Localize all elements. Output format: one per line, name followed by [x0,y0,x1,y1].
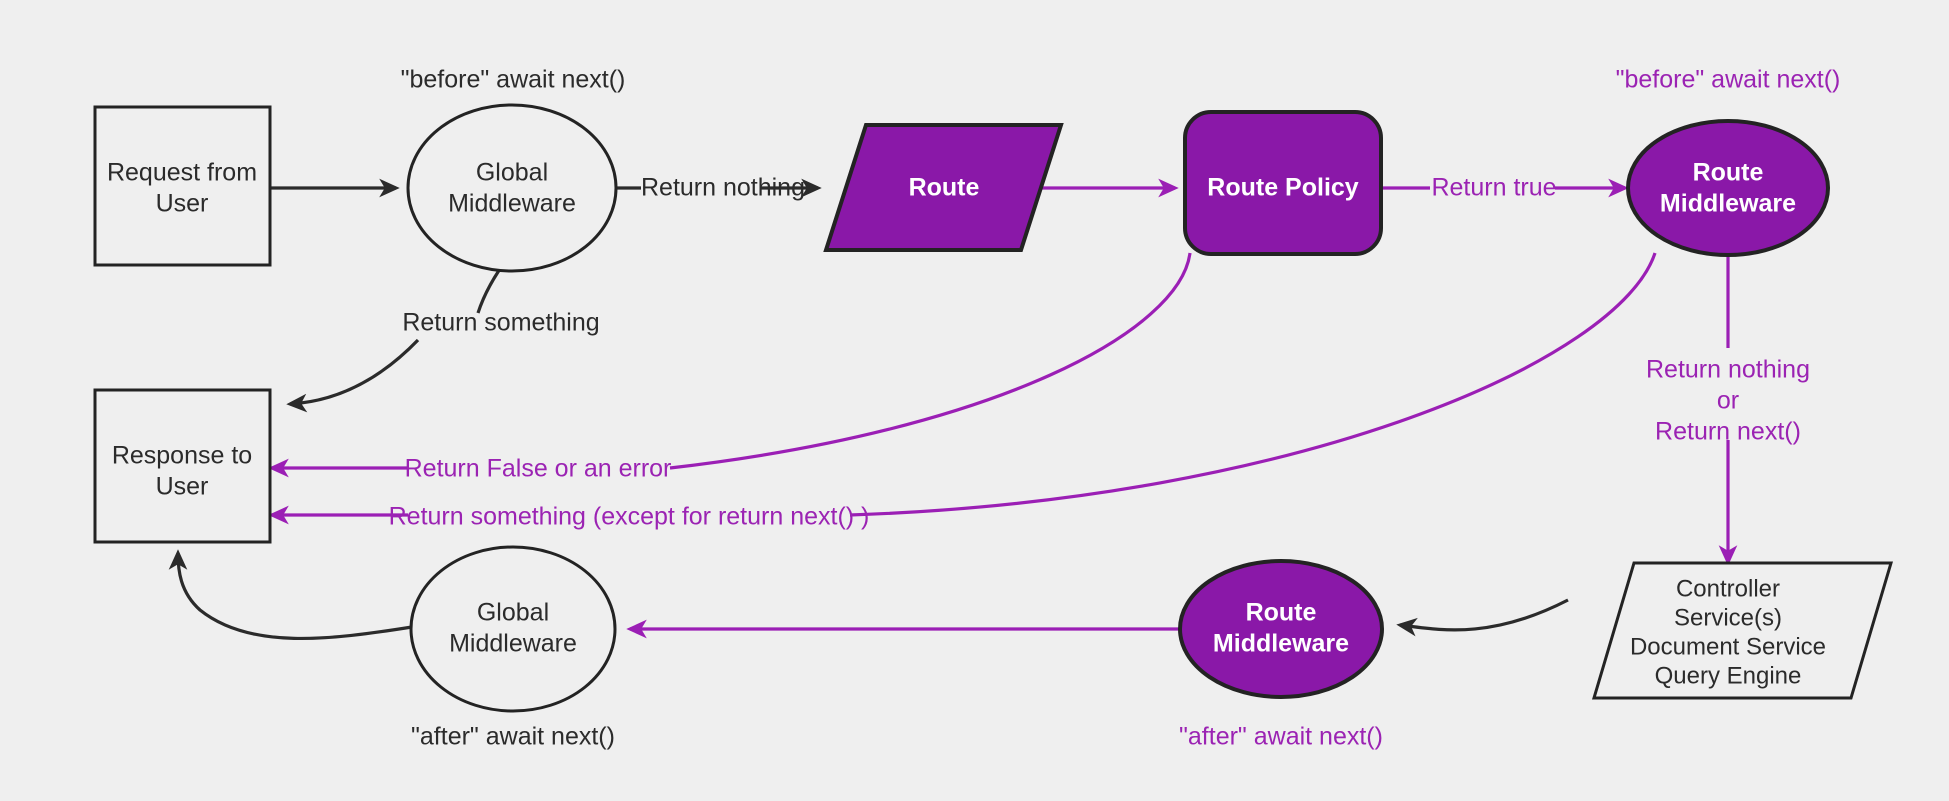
controller-stack-line2: Service(s) [1674,604,1782,631]
annotation-before-await-next-route: "before" await next() [1616,66,1841,94]
edge-controller-to-route-middleware-bottom [1396,598,1569,637]
controller-stack-line4: Query Engine [1655,662,1802,689]
annotation-before-await-next-global: "before" await next() [401,66,626,94]
node-route-middleware-bottom[interactable]: Route Middleware [1178,559,1384,699]
global-middleware-bottom-line2: Middleware [449,630,577,658]
node-global-middleware-bottom[interactable]: Global Middleware [409,545,617,713]
edge-label-return-false-or-error: Return False or an error [405,455,672,483]
node-global-middleware-top[interactable]: Global Middleware [406,103,618,273]
node-route[interactable]: Route [823,123,1064,252]
edge-label-return-nothing-or-line3: Return next() [1655,418,1801,446]
edge-route-middleware-to-response-curve [849,252,1657,517]
global-middleware-top-line1: Global [476,159,548,187]
route-policy-label: Route Policy [1207,174,1359,202]
node-controller-stack[interactable]: Controller Service(s) Document Service Q… [1591,561,1894,700]
edge-label-return-something: Return something [402,309,599,337]
request-from-user-line2: User [156,190,209,218]
request-from-user-line1: Request from [107,159,257,187]
controller-stack-line1: Controller [1676,575,1780,602]
edge-global-middleware-to-response [286,338,420,413]
response-to-user-line2: User [156,473,209,501]
global-middleware-top-line2: Middleware [448,190,576,218]
global-middleware-bottom-line1: Global [477,599,549,627]
edge-label-return-nothing-or-line2: or [1717,387,1739,415]
annotation-after-await-next-global: "after" await next() [411,723,615,751]
route-middleware-bottom-line2: Middleware [1213,630,1349,658]
node-request-from-user[interactable]: Request from User [93,105,272,267]
edge-label-return-something-except: Return something (except for return next… [389,503,870,531]
route-label: Route [909,174,980,202]
edge-global-middleware-bottom-to-response [168,549,413,641]
route-middleware-top-line2: Middleware [1660,190,1796,218]
edge-label-return-nothing: Return nothing [641,174,805,202]
edge-label-return-nothing-or-line1: Return nothing [1646,356,1810,384]
node-response-to-user[interactable]: Response to User [93,388,272,544]
route-middleware-bottom-line1: Route [1246,599,1317,627]
node-route-middleware-top[interactable]: Route Middleware [1626,119,1830,257]
route-middleware-top-line1: Route [1693,159,1764,187]
controller-stack-line3: Document Service [1630,633,1826,660]
response-to-user-line1: Response to [112,442,252,470]
edge-route-policy-to-response-curve [669,252,1192,470]
edge-label-return-true: Return true [1431,174,1556,202]
node-route-policy[interactable]: Route Policy [1183,110,1383,256]
annotation-after-await-next-route: "after" await next() [1179,723,1383,751]
